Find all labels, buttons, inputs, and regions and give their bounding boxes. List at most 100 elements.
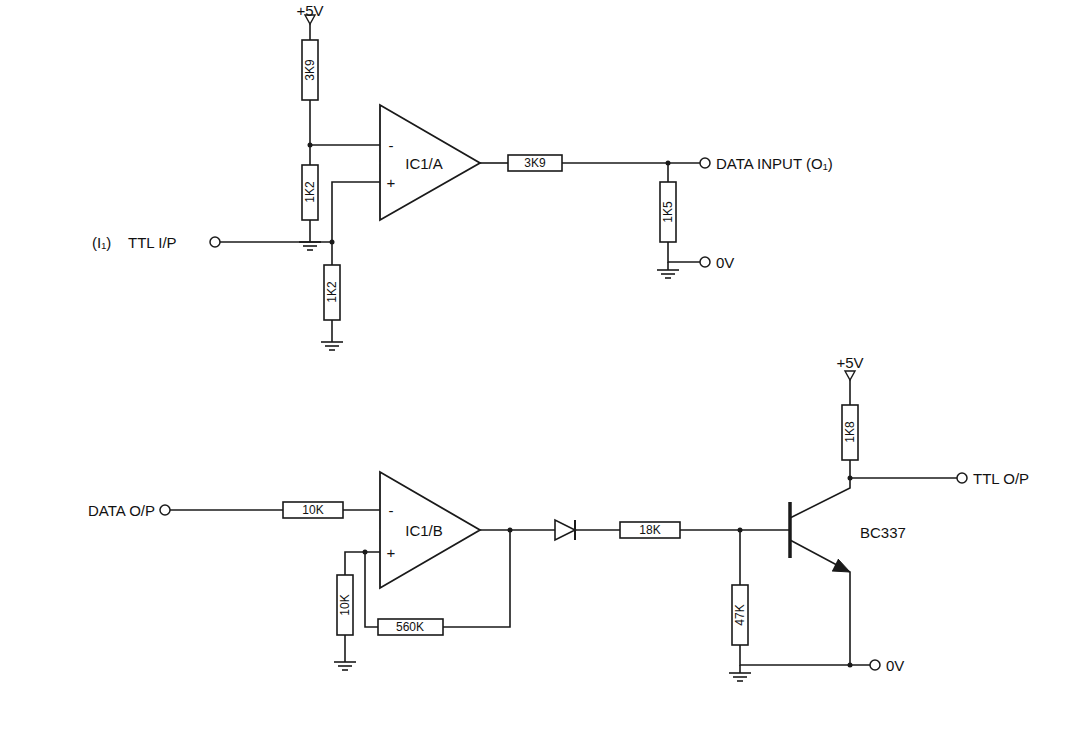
signal-label: TTL I/P <box>128 235 177 250</box>
resistor-symbol <box>660 182 676 242</box>
signal-label: DATA O/P <box>88 503 155 518</box>
ground-symbol <box>338 665 352 667</box>
resistor-value: 1K8 <box>844 421 856 442</box>
wire <box>480 162 508 164</box>
ground-symbol <box>331 334 333 342</box>
resistor-value: 47K <box>734 604 746 625</box>
wire <box>850 477 957 479</box>
ground-symbol <box>737 680 743 682</box>
resistor-value: 10K <box>339 594 351 615</box>
ground-symbol <box>739 665 741 673</box>
resistor-value: 1K2 <box>326 281 338 302</box>
resistor-symbol <box>732 585 748 645</box>
opamp-symbol <box>380 105 480 220</box>
junction-dot <box>848 476 853 481</box>
wire <box>790 460 850 518</box>
wire <box>365 552 378 627</box>
junction-dot <box>666 161 671 166</box>
terminal <box>160 505 170 515</box>
signal-label: +5V <box>836 355 863 370</box>
wire <box>309 220 311 234</box>
junction-dot <box>848 663 853 668</box>
wire <box>345 552 380 575</box>
wire <box>680 529 790 531</box>
resistor-symbol <box>324 265 340 320</box>
ground-symbol <box>303 245 317 247</box>
ground-symbols <box>299 234 751 681</box>
junction-dot <box>308 143 313 148</box>
resistor-value: 3K9 <box>304 59 316 80</box>
signal-label: BC337 <box>860 525 906 540</box>
signal-label: IC1/A <box>405 156 443 171</box>
wire <box>575 529 620 531</box>
resistor-value: 18K <box>639 524 660 536</box>
wire <box>739 530 741 585</box>
signal-label: DATA INPUT (O₁) <box>716 156 833 171</box>
wire <box>220 241 332 243</box>
signal-label: IC1/B <box>405 523 443 538</box>
signal-label: + <box>387 545 396 560</box>
signal-label: 0V <box>886 658 904 673</box>
terminal <box>700 257 710 267</box>
resistor-symbol <box>337 575 353 635</box>
wire <box>562 162 700 164</box>
wire <box>790 540 850 665</box>
ground-symbol <box>661 273 675 275</box>
ground-symbol <box>344 654 346 662</box>
resistor-value: 10K <box>302 504 323 516</box>
ground-symbol <box>729 672 751 674</box>
ground-symbol <box>299 241 321 243</box>
signal-label: TTL O/P <box>973 471 1029 486</box>
ground-symbol <box>309 234 311 242</box>
resistor-symbol <box>378 619 443 635</box>
wire <box>310 144 380 146</box>
junction-dot <box>508 528 513 533</box>
terminal <box>957 473 967 483</box>
resistor-symbol <box>508 155 562 171</box>
ground-symbol <box>321 341 343 343</box>
resistor-value: 1K2 <box>304 181 316 202</box>
opamp-symbol <box>380 472 480 588</box>
signal-label: 0V <box>716 255 734 270</box>
ground-symbol <box>307 249 313 251</box>
resistor-value: 1K5 <box>662 201 674 222</box>
ground-symbol <box>733 676 747 678</box>
junction-dot <box>363 550 368 555</box>
wire <box>331 320 333 334</box>
transistor-base <box>788 502 792 558</box>
wires <box>170 24 957 665</box>
ground-symbol <box>342 669 348 671</box>
signal-label: + <box>387 175 396 190</box>
wire <box>309 100 311 165</box>
diode-symbol <box>555 520 575 540</box>
ground-symbol <box>325 345 339 347</box>
resistor-value: 560K <box>396 621 424 633</box>
wire <box>309 24 311 40</box>
resistor-symbol <box>620 522 680 538</box>
terminal <box>210 237 220 247</box>
ground-symbol <box>657 269 679 271</box>
ground-symbol <box>665 277 671 279</box>
wire <box>668 242 700 262</box>
ground-symbol <box>667 262 669 270</box>
signal-label: - <box>389 503 394 518</box>
junction-dot <box>738 528 743 533</box>
wire <box>343 509 380 511</box>
wire <box>170 509 283 511</box>
terminal <box>700 158 710 168</box>
ground-symbol <box>334 661 356 663</box>
resistor-symbol <box>302 165 318 220</box>
wire <box>849 380 851 405</box>
resistor-symbol <box>283 502 343 518</box>
signal-label: (I₁) <box>92 235 111 250</box>
resistor-value: 3K9 <box>524 157 545 169</box>
signal-label: - <box>389 138 394 153</box>
supply-arrow <box>845 371 855 380</box>
wire <box>480 529 555 531</box>
diode-bar <box>574 520 576 540</box>
junction-dot <box>330 240 335 245</box>
ground-symbol <box>329 349 335 351</box>
emitter-arrow <box>832 559 850 572</box>
